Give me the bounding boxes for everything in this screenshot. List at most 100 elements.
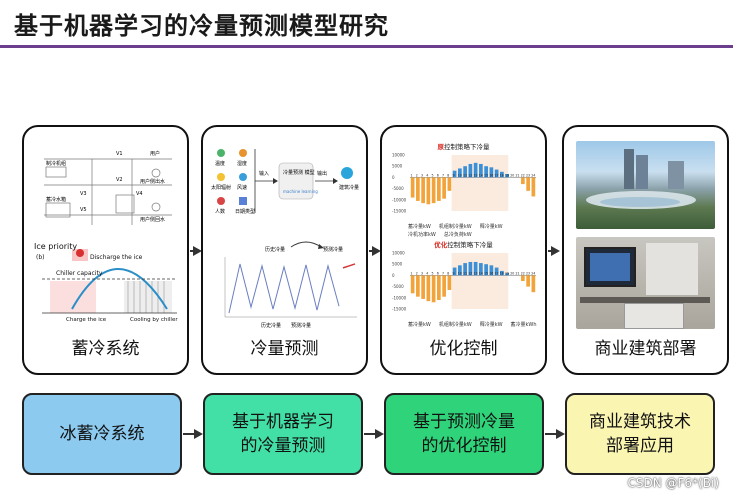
bar-storage: [431, 275, 436, 303]
system-schematic-svg: V1 V2 V3 V4 V5 用户 制冷机组 蓄冷水箱 用户侧出水 用户侧回水: [44, 150, 172, 225]
y-tick-label: 10000: [392, 153, 405, 158]
valve-label-v2: V2: [116, 177, 123, 183]
prediction-flow-svg: 温度 湿度 太阳辐射 风速 人数 日期类型 输入 冷量预测 模型 machine…: [211, 149, 359, 215]
discharge-label: Discharge the ice: [90, 254, 143, 261]
x-tick-label: 12: [468, 271, 472, 275]
box-building-deploy: 商业建筑技术 部署应用: [565, 393, 715, 475]
bar-release: [500, 171, 504, 178]
droplet-icon: [239, 149, 247, 157]
bar-release: [484, 166, 488, 178]
return-label: 用户侧回水: [140, 216, 165, 223]
bar-release: [458, 265, 462, 276]
title-divider: [0, 45, 733, 48]
bar-release: [463, 166, 467, 178]
y-tick-label: 10000: [392, 251, 405, 256]
legend-item: 蓄冷量kW: [408, 224, 431, 230]
x-tick-label: 14: [479, 271, 483, 275]
bar-storage: [442, 275, 446, 297]
bar-release: [489, 167, 494, 178]
x-tick-label: 21: [516, 173, 520, 177]
x-tick-label: 18: [500, 271, 504, 275]
bar-storage: [421, 275, 425, 299]
supply-label: 用户侧出水: [140, 178, 165, 185]
x-tick-label: 2: [416, 271, 418, 275]
peak-period-band: [451, 155, 509, 211]
opt-strategy-title: 优化控制策略下冷量: [434, 241, 493, 249]
x-tick-label: 22: [521, 173, 525, 177]
model-box: [278, 162, 314, 200]
x-tick-label: 2: [416, 173, 418, 177]
y-tick-label: 0: [392, 175, 395, 180]
flow-input-label: 输入: [259, 170, 269, 177]
orig-strategy-title: 原控制策略下冷量: [437, 143, 490, 151]
prediction-flow: 温度 湿度 太阳辐射 风速 人数 日期类型 输入 冷量预测 模型 machine…: [211, 141, 359, 236]
bar-release: [463, 263, 467, 276]
x-tick-label: 11: [463, 271, 467, 275]
bar-release: [500, 270, 504, 276]
bar-release: [489, 265, 494, 276]
card-label-deploy: 商业建筑部署: [594, 339, 697, 359]
bar-release: [458, 168, 462, 178]
x-tick-label: 8: [447, 173, 449, 177]
x-tick-label: 23: [526, 173, 530, 177]
x-tick-label: 4: [426, 173, 428, 177]
tank-label: 蓄冷水箱: [46, 196, 66, 203]
bar-storage: [526, 275, 530, 287]
x-tick-label: 1: [411, 173, 413, 177]
arrow-1-2: [190, 246, 202, 256]
x-tick-label: 16: [489, 271, 493, 275]
bar-storage: [531, 275, 536, 293]
x-tick-label: 5: [432, 173, 434, 177]
legend-item: 释冷量kW: [479, 224, 503, 230]
ice-priority-chart: Ice priority (b) Discharge the ice Chill…: [32, 239, 179, 324]
bar-storage: [410, 177, 415, 198]
x-tick-label: 13: [474, 271, 478, 275]
wind-icon: [239, 173, 247, 181]
snowflake-icon: [341, 167, 353, 179]
x-tick-label: 14: [479, 173, 483, 177]
thermometer-icon: [217, 149, 225, 157]
user-label: 用户: [150, 150, 160, 157]
legend-item: 冷机功率kW: [408, 232, 436, 238]
legend-item: 机组制冷量kW: [438, 322, 472, 328]
bar-release: [484, 264, 488, 276]
model-label: 冷量预测 模型: [283, 169, 315, 176]
legend-item: 蓄冷量kW: [408, 322, 431, 328]
x-tick-label: 23: [526, 271, 530, 275]
box-ice-storage: 冰蓄冷系统: [22, 393, 182, 475]
predict-series-line: [342, 263, 356, 269]
x-tick-label: 20: [510, 271, 514, 275]
x-tick-label: 24: [531, 271, 535, 275]
legend-item: 总冷负荷kW: [443, 232, 472, 238]
ice-priority-label: Ice priority: [34, 242, 77, 251]
x-tick-label: 5: [432, 271, 434, 275]
input-temp: 温度: [215, 160, 225, 167]
x-tick-label: 8: [447, 271, 449, 275]
y-tick-label: -5000: [392, 284, 404, 289]
page-title: 基于机器学习的冷量预测模型研究: [14, 12, 389, 40]
orig-legend: 蓄冷量kW 机组制冷量kW 释冷量kW 冷机功率kW 总冷负荷kW: [390, 223, 537, 238]
calendar-icon: [239, 197, 247, 205]
x-tick-label: 16: [489, 173, 493, 177]
y-tick-label: -10000: [392, 295, 407, 300]
x-tick-label: 20: [510, 173, 514, 177]
bar-storage: [431, 177, 436, 204]
bar-release: [468, 163, 473, 178]
x-tick-label: 7: [442, 271, 444, 275]
card-label-storage: 蓄冷系统: [71, 339, 140, 359]
card-load-prediction: 温度 湿度 太阳辐射 风速 人数 日期类型 输入 冷量预测 模型 machine…: [201, 125, 368, 375]
arrow-box-1-2: [183, 429, 203, 439]
y-tick-label: -15000: [392, 307, 407, 312]
x-tick-label: 12: [468, 173, 472, 177]
history-series-line: [228, 263, 340, 314]
valve-label-v4: V4: [136, 191, 143, 197]
bar-release: [452, 170, 457, 178]
x-tick-label: 15: [484, 173, 488, 177]
model-sub-label: machine learning: [283, 189, 318, 194]
arrow-box-2-3: [364, 429, 384, 439]
x-tick-label: 15: [484, 271, 488, 275]
prediction-chart-svg: 历史冷量 预测冷量 历史冷量 预测冷量: [224, 241, 357, 329]
